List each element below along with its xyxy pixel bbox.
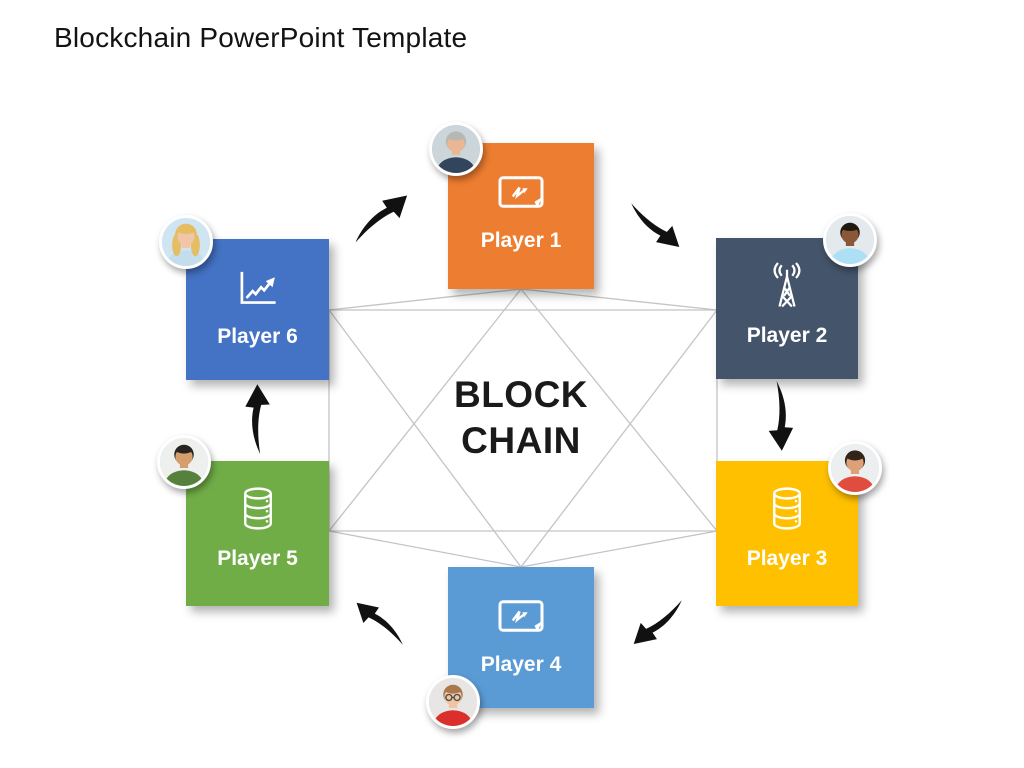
player-5-label: Player 5	[217, 547, 298, 570]
glasses	[445, 693, 461, 702]
player-4-avatar	[426, 675, 480, 729]
player-5-box: Player 5	[186, 461, 329, 606]
flow-arrow-p4-to-p5-icon	[356, 602, 403, 645]
player-4-label: Player 4	[480, 653, 562, 676]
database-icon	[186, 485, 329, 535]
player-1-label: Player 1	[480, 229, 562, 252]
flow-arrow-p5-to-p6-icon	[224, 384, 294, 454]
player-2-avatar	[823, 213, 877, 267]
screen-flash-icon	[448, 591, 594, 641]
player-3-label: Player 3	[746, 547, 828, 570]
flow-arrow-p6-to-p1-icon	[355, 195, 408, 243]
radio-tower-icon	[716, 262, 858, 312]
slide-title: Blockchain PowerPoint Template	[54, 22, 468, 53]
blockchain-label: BLOCK CHAIN	[421, 372, 621, 464]
flow-arrow-p1-to-p2-icon	[631, 203, 680, 247]
player-4-box: Player 4	[448, 567, 594, 708]
screen-flash-icon	[448, 167, 594, 217]
player-2-label: Player 2	[746, 324, 828, 347]
flow-arrow-p3-to-p4-icon	[633, 600, 682, 644]
player-3-avatar	[828, 441, 882, 495]
player-6-box: Player 6	[186, 239, 329, 380]
blockchain-label-line2: CHAIN	[461, 420, 581, 461]
player-5-avatar	[157, 435, 211, 489]
player-6-avatar	[159, 215, 213, 269]
database-icon	[716, 485, 858, 535]
flow-arrow-p2-to-p3-icon	[744, 381, 814, 451]
line-chart-icon	[186, 263, 329, 313]
player-6-label: Player 6	[217, 325, 298, 348]
player-1-avatar	[429, 122, 483, 176]
blockchain-label-line1: BLOCK	[453, 374, 589, 415]
